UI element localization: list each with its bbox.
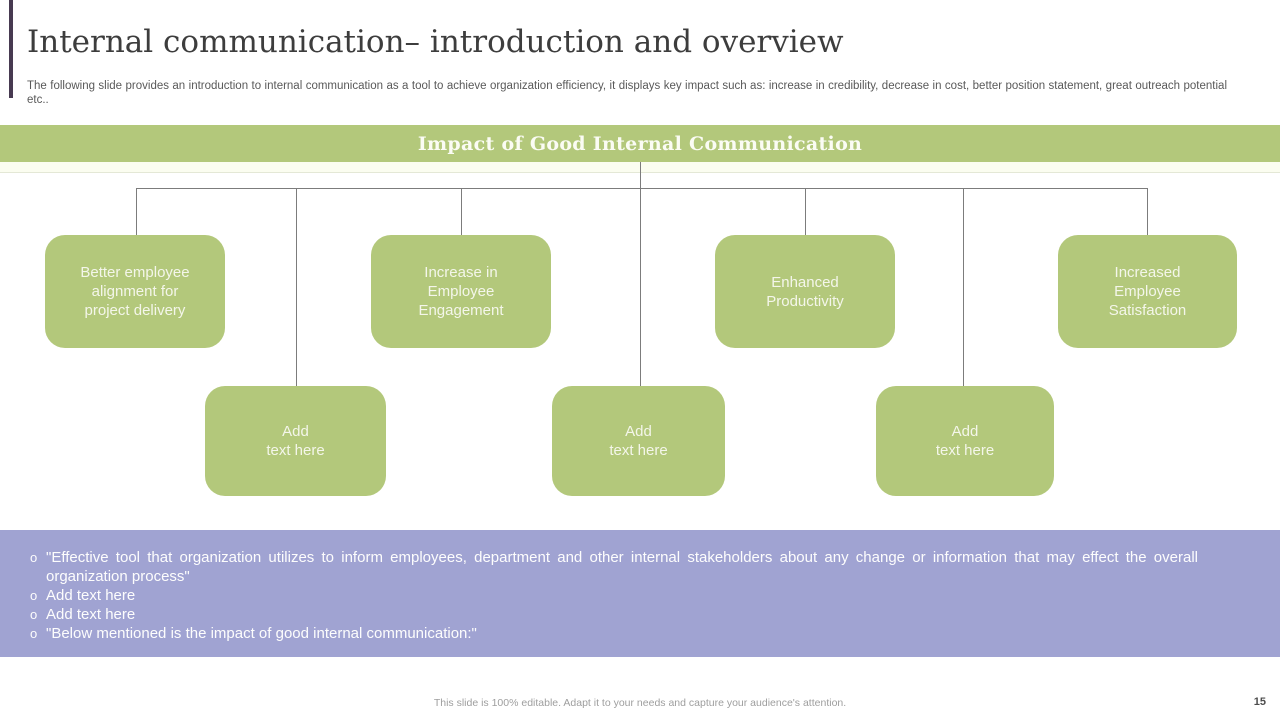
placeholder-box-label: Add text here	[935, 423, 995, 459]
bullet-item-definition: o "Effective tool that organization util…	[30, 548, 1198, 586]
connector-drop-4	[805, 188, 806, 235]
impact-box-label: Better employee alignment for project de…	[80, 264, 190, 319]
connector-drop-3	[461, 188, 462, 235]
placeholder-box-label: Add text here	[266, 423, 325, 459]
connector-drop-6	[1147, 188, 1148, 235]
connector-drop-1	[136, 188, 137, 235]
page-title: Internal communication– introduction and…	[27, 24, 844, 60]
section-banner: Impact of Good Internal Communication	[0, 125, 1280, 162]
bullet-marker: o	[30, 588, 38, 603]
bullet-text: Add text here	[46, 587, 136, 604]
placeholder-box-2[interactable]: Add text here	[552, 386, 725, 496]
bullet-item-below-mentioned: o "Below mentioned is the impact of good…	[30, 624, 1198, 643]
slide-description: The following slide provides an introduc…	[27, 80, 1227, 106]
impact-box-label: Increased Employee Satisfaction	[1108, 264, 1187, 319]
bullet-marker: o	[30, 550, 38, 565]
placeholder-box-3[interactable]: Add text here	[876, 386, 1054, 496]
bullet-list: o "Effective tool that organization util…	[0, 530, 1280, 643]
bullet-marker: o	[30, 626, 38, 641]
connector-drop-5	[963, 188, 964, 386]
impact-box-employee-satisfaction[interactable]: Increased Employee Satisfaction	[1058, 235, 1237, 348]
impact-box-label: Enhanced Productivity	[766, 273, 844, 310]
bullet-item-placeholder-1[interactable]: o Add text here	[30, 586, 1198, 605]
connector-drop-2	[296, 188, 297, 386]
title-accent-bar	[9, 0, 13, 98]
connector-horizontal	[136, 188, 1148, 189]
page-number: 15	[1253, 696, 1266, 708]
bullet-text: "Effective tool that organization utiliz…	[46, 549, 1198, 585]
footer-note: This slide is 100% editable. Adapt it to…	[433, 697, 847, 709]
placeholder-box-1[interactable]: Add text here	[205, 386, 386, 496]
bullet-text: Add text here	[46, 606, 136, 623]
definition-panel: o "Effective tool that organization util…	[0, 530, 1280, 657]
impact-box-employee-engagement[interactable]: Increase in Employee Engagement	[371, 235, 551, 348]
bullet-marker: o	[30, 607, 38, 622]
impact-box-enhanced-productivity[interactable]: Enhanced Productivity	[715, 235, 895, 348]
placeholder-box-label: Add text here	[609, 423, 668, 459]
section-banner-title: Impact of Good Internal Communication	[417, 132, 863, 155]
connector-center-stem	[640, 162, 641, 386]
bullet-text: "Below mentioned is the impact of good i…	[46, 625, 477, 642]
bullet-item-placeholder-2[interactable]: o Add text here	[30, 605, 1198, 624]
impact-box-better-alignment[interactable]: Better employee alignment for project de…	[45, 235, 225, 348]
impact-box-label: Increase in Employee Engagement	[418, 264, 504, 319]
